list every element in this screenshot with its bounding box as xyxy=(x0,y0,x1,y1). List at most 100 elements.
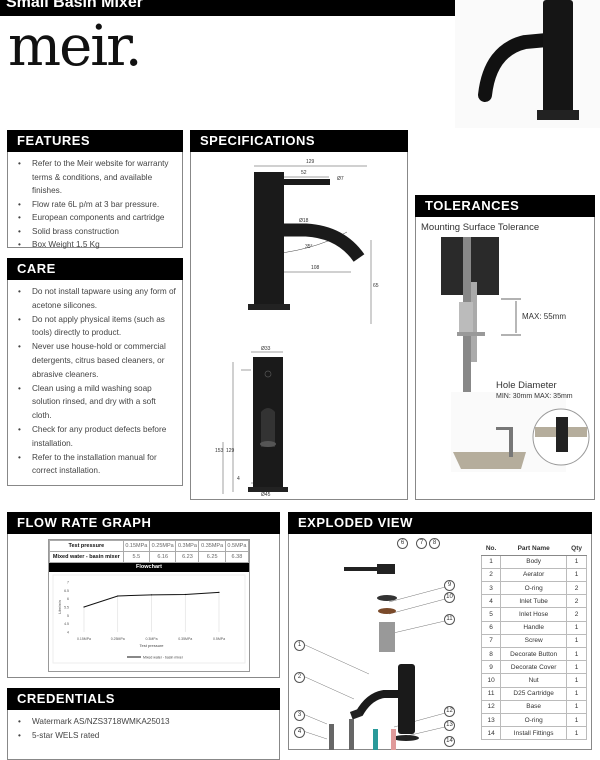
table-cell: Inlet Hose xyxy=(500,607,568,622)
table-cell: 1 xyxy=(566,633,587,649)
table-cell: 12 xyxy=(480,699,502,714)
list-item: Refer to the Meir website for warranty t… xyxy=(18,157,176,198)
legend-label: Mixed water - basin mixer xyxy=(143,656,184,660)
hole-diameter-label: Hole Diameter xyxy=(496,380,557,391)
credentials-list: Watermark AS/NZS3718WMKA250135-star WELS… xyxy=(8,710,279,742)
x-axis-label: Test pressure xyxy=(139,643,164,648)
chart-title: Flowchart xyxy=(49,563,249,572)
y-tick-label: 5.5 xyxy=(64,606,69,610)
title-bar: Small Basin Mixer xyxy=(0,0,455,16)
list-item: Clean using a mild washing soap solution… xyxy=(18,382,176,423)
table-cell: 3 xyxy=(480,581,502,596)
x-tick-label: 0.5MPa xyxy=(213,637,225,641)
list-item: Watermark AS/NZS3718WMKA25013 xyxy=(18,715,273,729)
dim-reach: 108 xyxy=(311,265,320,271)
callout-13: 13 xyxy=(444,720,455,731)
table-cell: 1 xyxy=(566,726,587,741)
y-tick-label: 6 xyxy=(67,597,69,601)
table-cell: 9 xyxy=(480,660,502,675)
list-item: Do not install tapware using any form of… xyxy=(18,285,176,313)
list-item: European components and cartridge xyxy=(18,211,176,225)
y-tick-label: 4.5 xyxy=(64,622,69,626)
column-header: No. xyxy=(481,542,501,556)
callout-8: 8 xyxy=(429,538,440,549)
table-header-cell: 0.15MPa xyxy=(122,540,151,552)
list-item: Flow rate 6L p/m at 3 bar pressure. xyxy=(18,198,176,212)
table-cell: Body xyxy=(500,554,568,569)
y-tick-label: 4 xyxy=(67,631,69,635)
specifications-section: SPECIFICATIONS 129 52 Ø7 Ø18 35° 108 65 … xyxy=(190,130,408,500)
table-cell: 8 xyxy=(480,646,502,662)
dim-spout-dia: Ø18 xyxy=(299,218,309,224)
table-header-cell: 0.35MPa xyxy=(198,540,226,552)
table-cell: 1 xyxy=(566,712,587,728)
table-cell: 2 xyxy=(566,581,587,596)
data-point xyxy=(184,593,186,596)
table-cell: 1 xyxy=(566,646,587,662)
callout-2: 2 xyxy=(294,672,305,683)
callout-3: 3 xyxy=(294,710,305,721)
table-cell: Base xyxy=(500,699,568,714)
hole-diameter-range: MIN: 30mm MAX: 35mm xyxy=(496,393,573,400)
callout-14: 14 xyxy=(444,736,455,747)
technical-drawing: 129 52 Ø7 Ø18 35° 108 65 Ø33 153 129 4 Ø… xyxy=(215,159,379,498)
x-tick-label: 0.35MPa xyxy=(178,637,192,641)
callout-4: 4 xyxy=(294,727,305,738)
table-cell: O-ring xyxy=(500,581,568,596)
list-item: Never use house-hold or commercial deter… xyxy=(18,340,176,381)
dim-height: 153 xyxy=(215,448,224,454)
callout-12: 12 xyxy=(444,706,455,717)
data-point xyxy=(150,594,153,596)
table-header: Test pressure xyxy=(49,540,124,552)
y-tick-label: 5 xyxy=(67,614,69,618)
table-cell: 2 xyxy=(566,607,587,622)
column-header: Qty xyxy=(566,542,587,556)
dim-body-dia: Ø33 xyxy=(261,346,271,352)
features-list: Refer to the Meir website for warranty t… xyxy=(8,152,182,252)
data-point xyxy=(218,591,220,593)
dim-spout-height: 65 xyxy=(373,283,379,289)
credentials-section: CREDENTIALS Watermark AS/NZS3718WMKA2501… xyxy=(7,688,280,760)
product-photo xyxy=(455,0,600,128)
y-tick-label: 6.5 xyxy=(64,589,69,593)
table-cell: 11 xyxy=(480,686,502,701)
table-cell: 6.38 xyxy=(224,551,250,563)
dim-handle-dia: Ø7 xyxy=(337,176,344,182)
x-tick-label: 0.3MPa xyxy=(145,637,157,641)
dim-body-height: 129 xyxy=(226,448,235,454)
table-cell: 7 xyxy=(480,633,502,649)
care-section: CARE Do not install tapware using any fo… xyxy=(7,258,183,486)
dim-base-dia: Ø45 xyxy=(261,492,271,498)
table-row-label: Mixed water - basin mixer xyxy=(49,551,124,563)
table-cell: 5 xyxy=(480,607,502,622)
y-tick-label: 7 xyxy=(67,581,69,585)
table-cell: Aerator xyxy=(500,567,568,583)
tolerances-section: TOLERANCES Mounting Surface Tolerance MA… xyxy=(415,195,595,500)
flow-heading: FLOW RATE GRAPH xyxy=(7,512,280,534)
callout-9: 9 xyxy=(444,580,455,591)
callout-11: 11 xyxy=(444,614,455,625)
table-cell: Nut xyxy=(500,673,568,688)
table-header-cell: 0.25MPa xyxy=(149,540,177,552)
list-item: Box Weight 1.5 Kg xyxy=(18,238,176,252)
table-header-cell: 0.3MPa xyxy=(175,540,200,552)
callout-10: 10 xyxy=(444,592,455,603)
data-point xyxy=(83,606,85,608)
table-cell: 4 xyxy=(480,594,502,609)
column-header: Part Name xyxy=(500,542,567,556)
x-tick-label: 0.25MPa xyxy=(111,637,125,641)
tolerances-heading: TOLERANCES xyxy=(415,195,595,217)
